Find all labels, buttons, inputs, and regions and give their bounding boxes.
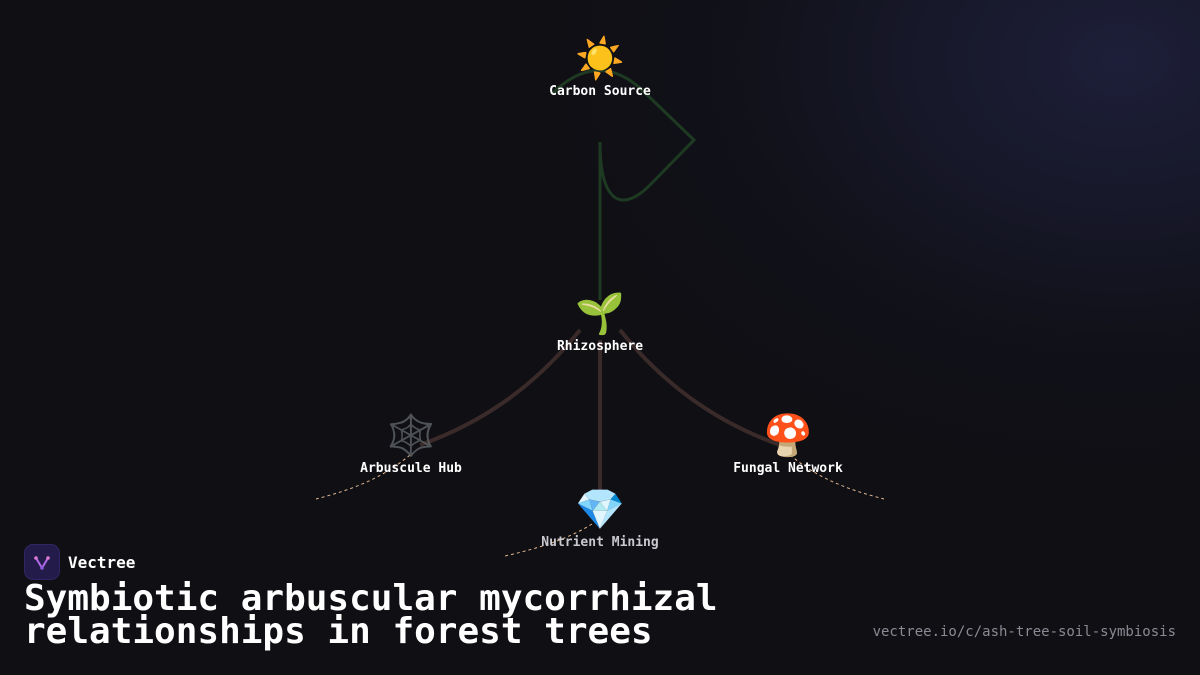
page-title: Symbiotic arbuscular mycorrhizal relatio… <box>24 581 844 650</box>
brand-name: Vectree <box>68 552 136 572</box>
brand[interactable]: Vectree <box>24 544 135 580</box>
edge-fungal-dashed <box>789 454 885 500</box>
edge-rhizosphere-to-arbuscule <box>419 328 582 447</box>
node-label: Rhizosphere <box>556 339 644 354</box>
edge-rhizosphere-to-fungal <box>618 328 781 447</box>
node-label: Arbuscule Hub <box>360 461 462 476</box>
tree-logo-icon <box>24 544 60 580</box>
gem-icon: 💎 <box>575 487 625 533</box>
title-line-2: relationships in forest trees <box>24 611 653 652</box>
node-label: Fungal Network <box>733 461 843 476</box>
node-label: Nutrient Mining <box>541 535 659 550</box>
node-nutrient-mining: 💎 Nutrient Mining <box>541 487 658 550</box>
edge-carbon-loop <box>551 68 697 202</box>
node-arbuscule-hub: 🕸️ Arbuscule Hub <box>360 413 462 476</box>
node-label: Carbon Source <box>549 84 651 99</box>
mushroom-icon: 🍄 <box>763 413 813 459</box>
title-line-1: Symbiotic arbuscular mycorrhizal <box>24 578 718 619</box>
node-rhizosphere: 🌱 Rhizosphere <box>557 291 643 354</box>
sun-icon: ☀️ <box>575 36 625 82</box>
node-fungal-network: 🍄 Fungal Network <box>733 413 843 476</box>
edge-arbuscule-dashed <box>315 454 411 500</box>
seedling-icon: 🌱 <box>575 291 625 337</box>
source-url[interactable]: vectree.io/c/ash-tree-soil-symbiosis <box>872 624 1176 640</box>
node-carbon-source: ☀️ Carbon Source <box>549 36 651 99</box>
spider-web-icon: 🕸️ <box>386 413 436 459</box>
edge-nutrient-dashed <box>504 523 593 557</box>
